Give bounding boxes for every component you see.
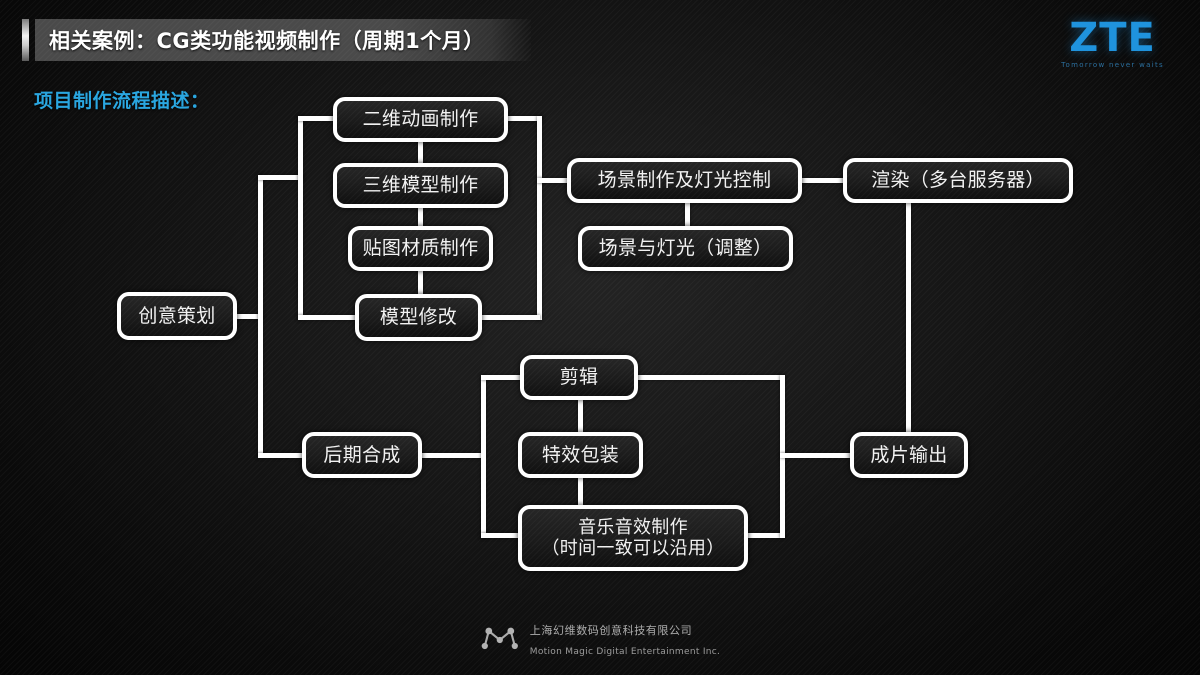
connector-post-branch-bot-stub [481,533,523,538]
connector-texture-modelfix-link [418,269,423,296]
title-accent-tick [22,19,29,61]
connector-left-col-upper-stub [258,175,303,180]
motion-magic-m-logo-icon [480,622,520,656]
connector-post-branch-trunk [481,375,486,538]
title-plate: 相关案例：CG类功能视频制作（周期1个月） [35,19,531,61]
connector-trunk-to-output [780,453,852,458]
connector-scene-render-link [800,178,845,183]
connector-scene-scenetune-link [685,201,690,228]
section-subtitle: 项目制作流程描述： [34,90,210,112]
slide-title-bar: 相关案例：CG类功能视频制作（周期1个月） [22,19,531,61]
flow-node-vfx[interactable]: 特效包装 [518,432,643,478]
footer-credit: 上海幻维数码创意科技有限公司 Motion Magic Digital Ente… [480,619,720,659]
footer-company-cn: 上海幻维数码创意科技有限公司 [529,624,693,637]
connector-left-col-top-stub [298,116,335,121]
flow-node-audio[interactable]: 音乐音效制作 （时间一致可以沿用） [518,505,748,571]
flow-node-texture[interactable]: 贴图材质制作 [348,226,493,271]
zte-wordmark: ZTE [1069,15,1156,61]
connector-edit-right-stub [636,375,784,380]
connector-vfx-audio-link [578,476,583,507]
flow-node-render[interactable]: 渲染（多台服务器） [843,158,1073,203]
flow-node-anim2d[interactable]: 二维动画制作 [333,97,508,142]
connector-right-col-bottom-stub [480,315,540,320]
flow-node-creative[interactable]: 创意策划 [117,292,237,340]
zte-logo: ZTE Tomorrow never waits [1061,18,1164,69]
flow-node-post[interactable]: 后期合成 [302,432,422,478]
connector-left-col-trunk [298,116,303,320]
connector-right-col-top-stub [506,116,542,121]
connector-anim2d-model3d-link [418,140,423,165]
flow-node-model3d[interactable]: 三维模型制作 [333,163,508,208]
flow-node-scene[interactable]: 场景制作及灯光控制 [567,158,802,203]
connector-edit-vfx-link [578,398,583,434]
connector-right-col-trunk [537,116,542,320]
connector-creative-trunk-vertical [258,175,263,458]
connector-trunk-to-scene [537,178,569,183]
connector-post-branch-top-stub [481,375,523,380]
connector-post-out-stub [420,453,485,458]
flow-node-output[interactable]: 成片输出 [850,432,968,478]
footer-company-en: Motion Magic Digital Entertainment Inc. [529,647,721,657]
flow-node-modelfix[interactable]: 模型修改 [355,294,482,341]
connector-audio-right-stub [746,533,785,538]
connector-render-output-vertical [906,201,911,455]
zte-tagline: Tomorrow never waits [1061,61,1164,69]
connector-left-col-bottom-stub [298,315,357,320]
page-title: 相关案例：CG类功能视频制作（周期1个月） [49,29,485,53]
connector-creative-out-stub [237,314,263,319]
footer-company: 上海幻维数码创意科技有限公司 Motion Magic Digital Ente… [530,619,720,659]
flow-node-scenetune[interactable]: 场景与灯光（调整） [578,226,793,271]
flow-node-edit[interactable]: 剪辑 [520,355,638,400]
connector-creative-post-stub [258,453,304,458]
connector-model3d-texture-link [418,206,423,228]
